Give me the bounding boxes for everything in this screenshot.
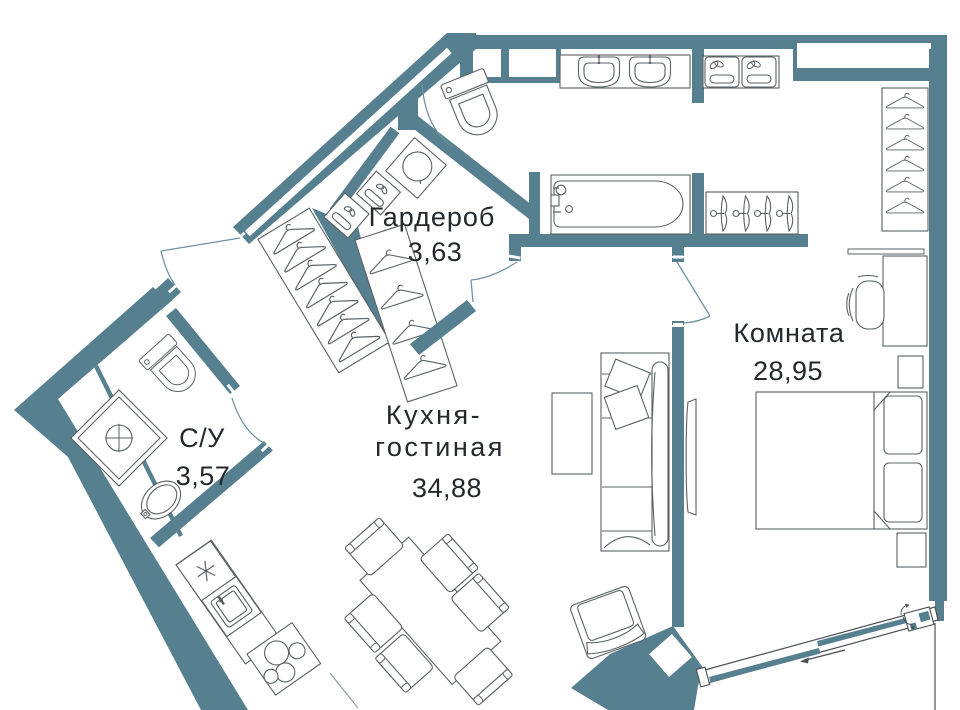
svg-text:Гардероб: Гардероб — [369, 202, 496, 232]
svg-text:34,88: 34,88 — [412, 473, 482, 503]
svg-text:28,95: 28,95 — [753, 356, 823, 386]
svg-text:Комната: Комната — [733, 318, 845, 348]
svg-text:3,63: 3,63 — [408, 237, 463, 267]
svg-text:3,57: 3,57 — [176, 461, 231, 491]
svg-text:Кухня-: Кухня- — [386, 400, 482, 430]
svg-text:С/У: С/У — [179, 423, 225, 453]
svg-text:гостиная: гостиная — [375, 432, 505, 462]
